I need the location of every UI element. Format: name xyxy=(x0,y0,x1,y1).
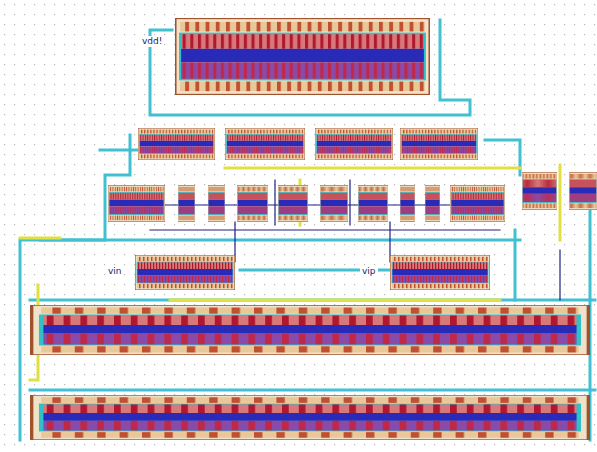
pin-label: vin xyxy=(106,266,124,277)
pin-label: vip xyxy=(360,266,378,277)
pin-label: vdd! xyxy=(140,36,164,47)
